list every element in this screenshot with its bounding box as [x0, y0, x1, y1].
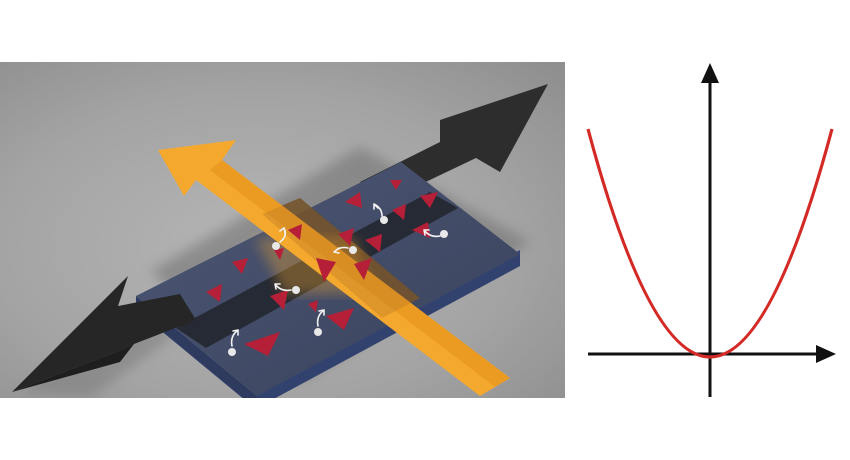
defect-triangle: [206, 284, 222, 302]
electron-particle: [440, 230, 448, 238]
graph-canvas: [586, 63, 836, 397]
electron-particle: [380, 216, 388, 224]
parabola-curve: [586, 128, 834, 359]
electron-particle: [228, 348, 236, 356]
device-scene: [0, 62, 565, 398]
orbit-arrow-icon: [274, 283, 292, 292]
defect-triangle: [392, 204, 406, 220]
orbit-arrow-icon: [423, 229, 441, 238]
electrons: [228, 216, 448, 356]
electron-particle: [349, 246, 357, 254]
defect-triangle: [316, 258, 336, 282]
defect-triangle: [338, 228, 354, 246]
electron-particle: [314, 328, 322, 336]
defect-triangle: [232, 258, 248, 274]
defect-triangle: [274, 248, 284, 260]
defect-triangle: [365, 234, 382, 252]
defect-triangle: [345, 192, 362, 208]
defect-triangle: [354, 258, 372, 280]
orbit-arrow-icon: [279, 227, 287, 243]
dispersion-graph: [570, 45, 845, 415]
defect-triangle: [244, 332, 280, 356]
defect-triangle: [420, 192, 438, 208]
defect-triangle: [326, 308, 354, 330]
defect-triangle: [308, 300, 318, 312]
defects: [206, 180, 438, 356]
orbit-arrows: [230, 203, 441, 347]
defect-triangle: [288, 224, 302, 240]
device-illustration: [0, 62, 565, 398]
current-arrow-front: [12, 276, 196, 392]
electron-particle: [292, 286, 300, 294]
beam-arrow: [158, 140, 510, 396]
x-axis-arrow: [816, 345, 836, 363]
orbit-arrow-icon: [230, 329, 239, 347]
orbit-arrow-icon: [333, 246, 349, 254]
y-axis-arrow: [701, 63, 719, 83]
orbit-arrow-icon: [373, 203, 383, 217]
defect-triangle: [390, 180, 402, 190]
electron-particle: [272, 242, 280, 250]
defect-triangle: [270, 290, 288, 310]
orbit-arrow-icon: [316, 309, 325, 327]
